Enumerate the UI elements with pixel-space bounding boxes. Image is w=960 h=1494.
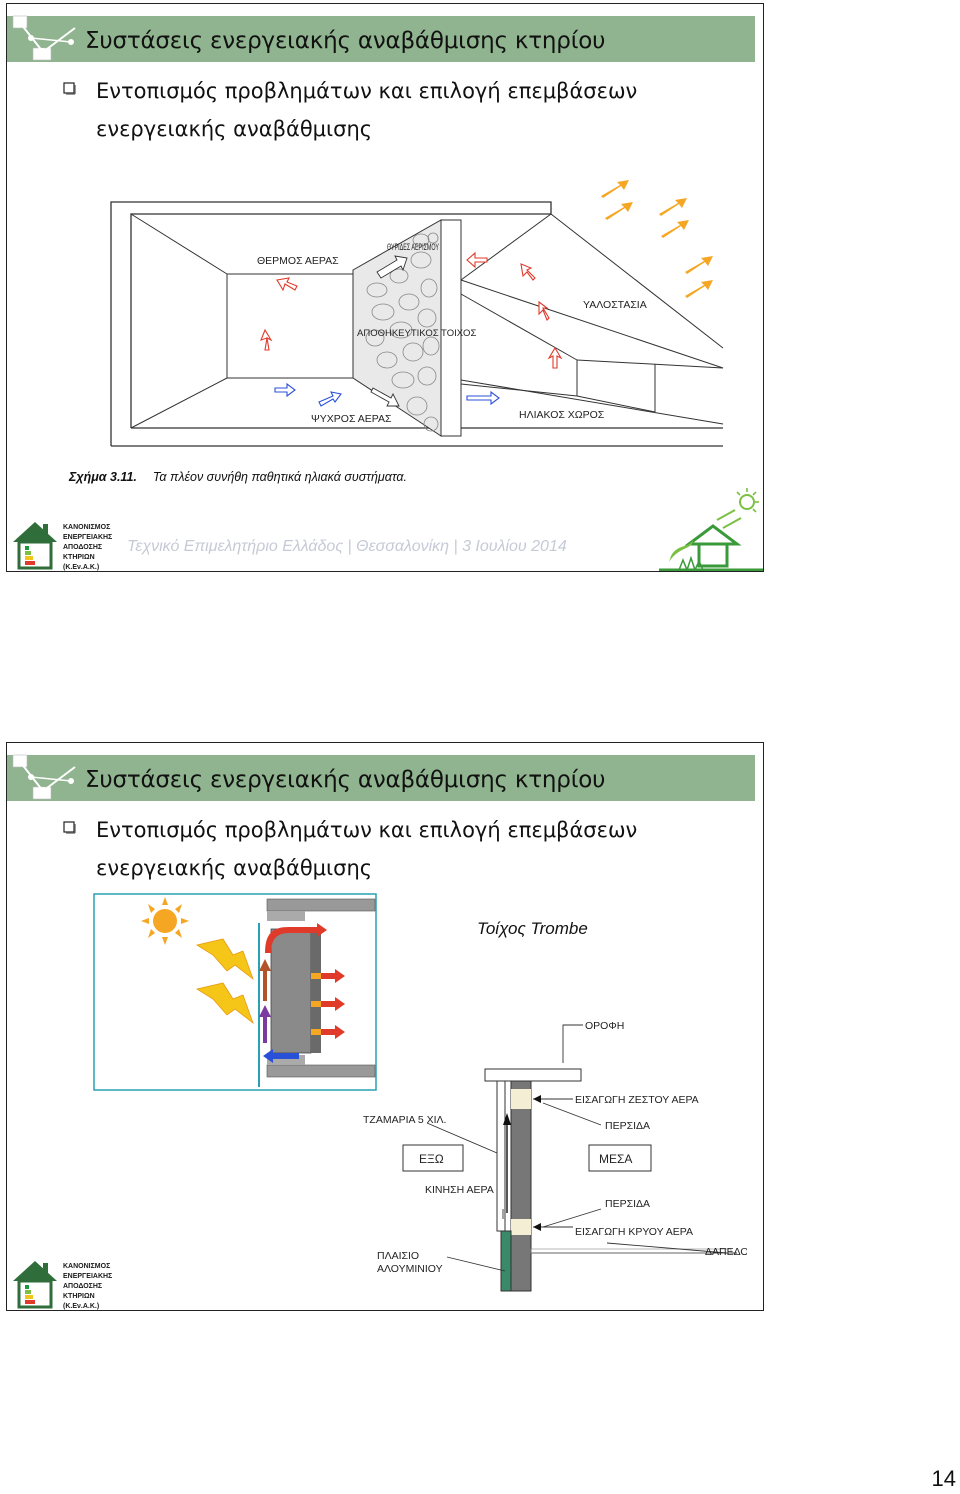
kenak-house-logo-icon [13, 522, 57, 570]
label-storage-wall: ΑΠΟΘΗΚΕΥΤΙΚΟΣ ΤΟΙΧΟΣ [357, 328, 476, 339]
trombe-wall-title: Τοίχος Trombe [477, 919, 588, 938]
label-vents: ΘΥΡΙΔΕΣ ΑΕΡΙΣΜΟΥ [387, 242, 439, 253]
passive-solar-diagram: ΘΕΡΜΟΣ ΑΕΡΑΣ ΘΥΡΙΔΕΣ ΑΕΡΙΣΜΟΥ ΑΠΟΘΗΚΕΥΤΙ… [110, 180, 724, 447]
bullet-text: Εντοπισμός προβλημάτων και επιλογή επεμβ… [96, 79, 638, 141]
trombe-wall-illustration [93, 893, 377, 1091]
label-roof: ΟΡΟΦΗ [585, 1020, 624, 1032]
label-blind-top: ΠΕΡΣΙΔΑ [605, 1120, 650, 1132]
trombe-section-drawing: ΟΡΟΦΗ ΕΙΣΑΓΩΓΗ ΖΕΣΤΟΥ ΑΕΡΑ ΠΕΡΣΙΔΑ ΤΖΑΜΑ… [363, 1020, 747, 1292]
label-air-motion: ΚΙΝΗΣΗ ΑΕΡΑ [425, 1184, 494, 1196]
checkbox-bullet-icon [63, 821, 76, 834]
label-glazing: ΥΑΛΟΣΤΑΣΙΑ [583, 299, 647, 311]
slide-title: Συστάσεις ενεργειακής αναβάθμισης κτηρίο… [85, 28, 606, 54]
slide-title: Συστάσεις ενεργειακής αναβάθμισης κτηρίο… [85, 767, 606, 793]
network-logo-icon [12, 15, 76, 61]
title-bar [7, 16, 755, 62]
label-glazing: ΤΖΑΜΑΡΙΑ 5 ΧΙΛ. [363, 1114, 446, 1126]
slide-2: Συστάσεις ενεργειακής αναβάθμισης κτηρίο… [6, 742, 764, 1311]
label-hot-air-intake: ΕΙΣΑΓΩΓΗ ΖΕΣΤΟΥ ΑΕΡΑ [575, 1094, 699, 1106]
label-outside: ΕΞΩ [419, 1152, 444, 1166]
eco-house-sun-icon [659, 488, 763, 571]
label-cold-air: ΨΥΧΡΟΣ ΑΕΡΑΣ [311, 413, 392, 425]
label-sunspace: ΗΛΙΑΚΟΣ ΧΩΡΟΣ [519, 409, 605, 421]
figure-caption: Σχήμα 3.11. Τα πλέον συνήθη παθητικά ηλια… [69, 470, 407, 484]
page-number: 14 [931, 1466, 956, 1491]
kenak-logo-text: ΚΑΝΟΝΙΣΜΟΣ ΕΝΕΡΓΕΙΑΚΗΣ ΑΠΟΔΟΣΗΣ ΚΤΗΡΙΩΝ … [63, 524, 113, 571]
bullet-text: Εντοπισμός προβλημάτων και επιλογή επεμβ… [96, 818, 638, 880]
label-inside: ΜΕΣΑ [599, 1152, 632, 1166]
slide-1: Συστάσεις ενεργειακής αναβάθμισης κτηρίο… [6, 3, 764, 572]
label-frame-1: ΠΛΑΙΣΙΟ [377, 1250, 419, 1262]
checkbox-bullet-icon [63, 82, 76, 95]
label-cold-air-intake: ΕΙΣΑΓΩΓΗ ΚΡΥΟΥ ΑΕΡΑ [575, 1226, 693, 1238]
label-floor: ΔΑΠΕΔΟ [705, 1246, 747, 1258]
kenak-house-logo-icon [13, 1261, 57, 1309]
label-warm-air: ΘΕΡΜΟΣ ΑΕΡΑΣ [257, 255, 339, 267]
caption-text: Τα πλέον συνήθη παθητικά ηλιακά συστήματ… [152, 470, 408, 484]
caption-number: Σχήμα 3.11. [69, 470, 137, 484]
title-bar [7, 755, 755, 801]
network-logo-icon [12, 754, 76, 800]
label-blind-bottom: ΠΕΡΣΙΔΑ [605, 1198, 650, 1210]
kenak-logo-text: ΚΑΝΟΝΙΣΜΟΣ ΕΝΕΡΓΕΙΑΚΗΣ ΑΠΟΔΟΣΗΣ ΚΤΗΡΙΩΝ … [63, 1263, 113, 1310]
slide-footer: Τεχνικό Επιμελητήριο Ελλάδος | Θεσσαλονί… [127, 538, 567, 555]
label-frame-2: ΑΛΟΥΜΙΝΙΟΥ [377, 1263, 443, 1275]
